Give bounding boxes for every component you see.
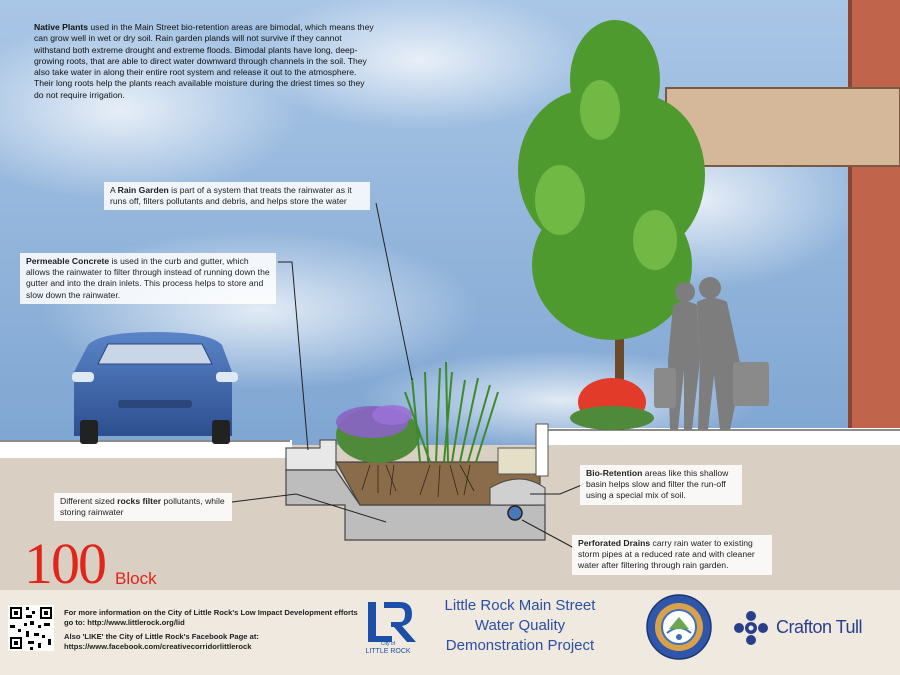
plant-roots — [361, 464, 475, 498]
block-label: Block — [115, 569, 157, 588]
edge-curb — [497, 447, 541, 475]
bio-retention-bold: Bio-Retention — [586, 468, 643, 478]
building-wall-edge — [848, 0, 852, 440]
car — [72, 332, 238, 444]
tree-highlights — [535, 80, 677, 270]
permeable-concrete-body: is used in the curb and gutter, which al… — [26, 256, 270, 300]
project-title: Little Rock Main Street Water Quality De… — [430, 596, 610, 656]
project-title-line3: Demonstration Project — [445, 637, 595, 654]
basin-stone — [489, 478, 546, 506]
shrub-foliage — [570, 406, 654, 430]
rocks-callout: Different sized rocks filter pollutants,… — [54, 493, 232, 522]
rocks-prefix: Different sized — [60, 496, 118, 506]
sidewalk — [540, 428, 900, 445]
project-title-line2: Water Quality — [474, 617, 566, 634]
city-name-label: LITTLE ROCK — [365, 648, 411, 655]
info-text: For more information on the City of Litt… — [64, 608, 364, 656]
rocks-bold: rocks filter — [117, 496, 162, 506]
native-plants-bold: Native Plants — [34, 22, 88, 32]
info-facebook: Also 'LIKE' the City of Little Rock's Fa… — [64, 632, 259, 651]
native-plants-body: used in the Main Street bio-retention ar… — [34, 22, 374, 100]
lavender-plant — [336, 405, 420, 463]
city-small-label: City of — [380, 641, 396, 647]
perforated-drains-bold: Perforated Drains — [578, 538, 651, 548]
bio-retention-body: areas like this shallow basin helps slow… — [586, 468, 729, 501]
permeable-concrete-bold: Permeable Concrete — [26, 256, 110, 266]
leader-lines — [231, 202, 585, 549]
perforated-drains-callout: Perforated Drains carry rain water to ex… — [572, 535, 772, 575]
cloud — [0, 20, 300, 200]
grass-plant — [404, 361, 499, 463]
awning — [665, 87, 900, 167]
crafton-tull-logo-icon — [734, 611, 768, 645]
native-plants-text: Native Plants used in the Main Street bi… — [34, 22, 374, 101]
road — [0, 440, 292, 458]
rain-garden-body: is part of a system that treats the rain… — [110, 185, 352, 207]
cloud — [250, 0, 590, 130]
rocks-body: pollutants, while storing rainwater — [60, 496, 225, 518]
perforated-drain — [507, 505, 523, 521]
crafton-tull-name: Crafton Tull — [776, 617, 863, 637]
building-wall — [848, 0, 900, 440]
arkansas-natural-resources-seal-icon — [646, 594, 712, 660]
rain-garden-callout: A Rain Garden is part of a system that t… — [104, 182, 370, 211]
project-title-line1: Little Rock Main Street — [444, 597, 596, 614]
city-of-little-rock-logo-icon — [368, 602, 416, 642]
info-lid: For more information on the City of Litt… — [64, 608, 358, 627]
rain-garden-prefix: A — [110, 185, 118, 195]
permeable-concrete-callout: Permeable Concrete is used in the curb a… — [20, 253, 276, 304]
tree-trunk — [615, 290, 624, 430]
perforated-drains-body: carry rain water to existing storm pipes… — [578, 538, 755, 571]
sidewalk-slab — [535, 423, 549, 477]
block-number: 100 — [24, 531, 107, 596]
qr-code-icon — [8, 605, 54, 651]
pedestrians-silhouette — [654, 277, 769, 430]
rain-garden-bold: Rain Garden — [117, 185, 169, 195]
bio-retention-callout: Bio-Retention areas like this shallow ba… — [580, 465, 742, 505]
